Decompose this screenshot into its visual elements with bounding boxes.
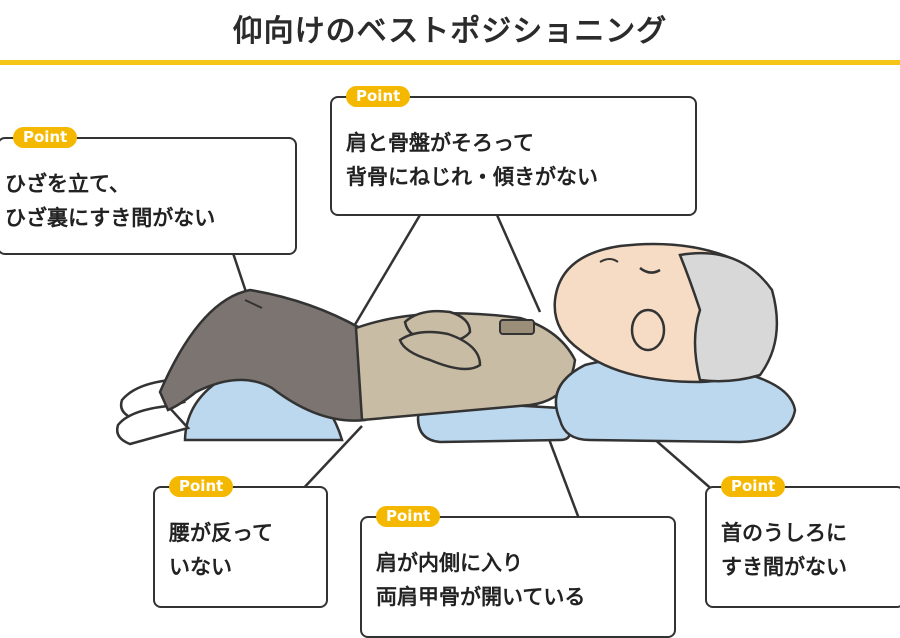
callout-text: ひざを立て、 ひざ裏にすき間がない	[5, 167, 287, 235]
right-arm	[398, 330, 482, 371]
callout-knees: Point ひざを立て、 ひざ裏にすき間がない	[0, 127, 297, 255]
chest-pocket	[499, 319, 535, 335]
callout-line: ひざを立て、	[5, 172, 130, 196]
callout-waist: Point 腰が反って いない	[153, 476, 328, 608]
callout-line: すき間がない	[721, 555, 847, 579]
point-badge: Point	[346, 86, 411, 107]
callout-line: 肩と骨盤がそろって	[346, 131, 534, 155]
callout-line: ひざ裏にすき間がない	[5, 206, 216, 230]
waist-pointer-line	[299, 425, 363, 493]
callout-text: 首のうしろに すき間がない	[721, 516, 895, 584]
callout-neck: Point 首のうしろに すき間がない	[705, 476, 900, 608]
callout-text: 肩が内側に入り 両肩甲骨が開いている	[376, 546, 666, 614]
point-badge: Point	[721, 476, 786, 497]
callout-text: 肩と骨盤がそろって 背骨にねじれ・傾きがない	[346, 126, 687, 194]
callout-line: 両肩甲骨が開いている	[376, 585, 586, 609]
callout-line: 首のうしろに	[721, 521, 847, 545]
callout-line: 背骨にねじれ・傾きがない	[346, 165, 598, 189]
callout-scapula: Point 肩が内側に入り 両肩甲骨が開いている	[360, 506, 676, 638]
shoulder-pointer-line-right	[495, 214, 542, 313]
right-foot	[116, 404, 191, 446]
page-title: 仰向けのベストポジショニング	[232, 14, 668, 49]
callout-shoulders: Point 肩と骨盤がそろって 背骨にねじれ・傾きがない	[330, 86, 697, 216]
title-underline	[0, 60, 900, 65]
callout-line: いない	[169, 555, 232, 579]
callout-line: 肩が内側に入り	[376, 551, 523, 575]
shoulder-pointer-line-left	[351, 214, 422, 329]
point-badge: Point	[169, 476, 234, 497]
callout-text: 腰が反って いない	[169, 516, 318, 584]
closed-eye	[639, 266, 661, 274]
point-badge: Point	[13, 127, 78, 148]
point-badge: Point	[376, 506, 441, 527]
hair	[678, 251, 779, 383]
ear	[630, 308, 666, 352]
legs	[158, 288, 367, 422]
trouser-crease	[244, 299, 263, 309]
callout-line: 腰が反って	[169, 521, 273, 545]
nose	[599, 258, 619, 263]
